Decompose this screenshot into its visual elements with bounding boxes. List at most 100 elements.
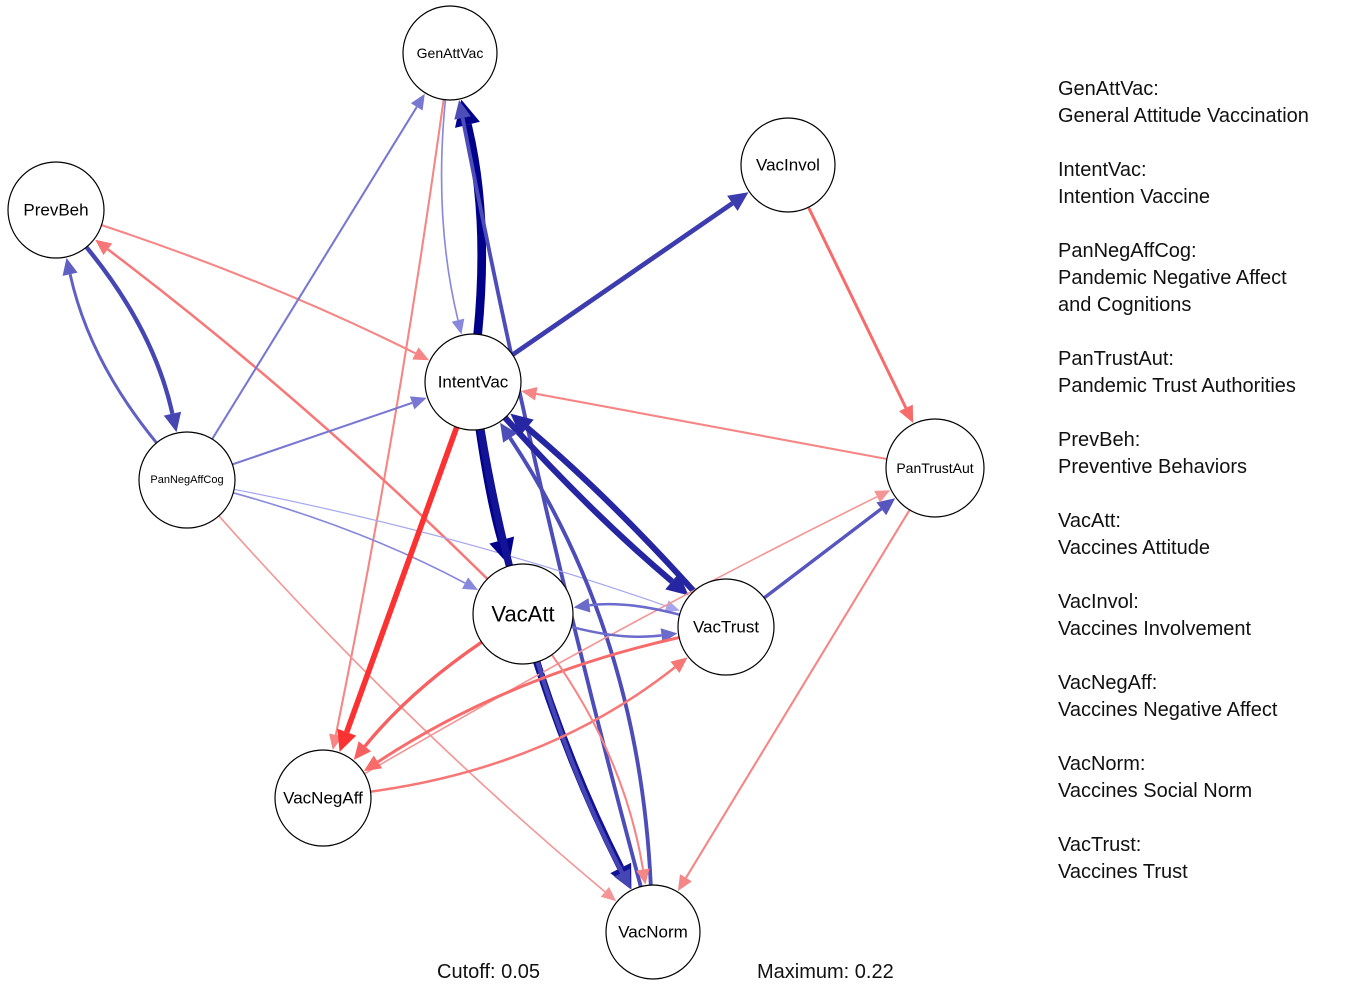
node-label: VacInvol [756, 156, 820, 175]
edge-vactrust-to-intentvac [525, 425, 697, 594]
node-circle [7, 161, 105, 259]
edge-pannegaffcog-to-genattvac [211, 106, 418, 440]
node-vactrust: VacTrust [677, 578, 775, 676]
edge-prevbeh-to-pannegaffcog [84, 245, 175, 415]
node-label: GenAttVac [417, 45, 484, 61]
node-pannegaffcog: PanNegAffCog [138, 431, 236, 529]
legend-entry-prevbeh: PrevBeh:Preventive Behaviors [1058, 427, 1356, 481]
arrowhead-vacatt-to-vacnorm [614, 868, 631, 890]
legend-abbreviation: VacTrust: [1058, 834, 1142, 856]
edge-genattvac-to-intentvac [440, 99, 459, 321]
edge-vacnorm-to-genattvac [460, 117, 643, 888]
arrowhead-vactrust-to-intentvac [510, 413, 534, 436]
edge-vactrust-to-pantrustaut [763, 507, 883, 600]
network-graph: GenAttVacVacInvolPrevBehIntentVacPanNegA… [7, 5, 985, 980]
cutoff-label: Cutoff: 0.05 [437, 961, 541, 983]
arrowhead-vacnegaff-to-pantrustaut [874, 490, 891, 503]
legend-entry-vacatt: VacAtt: Vaccines Attitude [1058, 508, 1356, 562]
node-label: VacNorm [618, 923, 688, 942]
legend-abbreviation: VacNorm: [1058, 753, 1146, 775]
edge-vacatt-to-vacnorm [535, 661, 625, 874]
arrowhead-vactrust-to-pantrustaut [876, 498, 896, 516]
edge-pannegaffcog-to-intentvac [232, 401, 413, 466]
arrowhead-pannegaffcog-to-prevbeh [62, 257, 78, 276]
node-pantrustaut: PanTrustAut [885, 418, 985, 518]
edge-vactrust-to-vacatt [589, 602, 680, 616]
legend-abbreviation: IntentVac: [1058, 159, 1147, 181]
arrowhead-prevbeh-to-pannegaffcog [163, 411, 182, 433]
legend-entry-vacinvol: VacInvol:Vaccines Involvement [1058, 589, 1356, 643]
node-vacatt: VacAtt [472, 563, 574, 665]
node-label: IntentVac [438, 373, 509, 392]
legend-entry-vacnegaff: VacNegAff:Vaccines Negative Affect [1058, 670, 1356, 724]
legend-abbreviation: GenAttVac: [1058, 78, 1159, 100]
edge-vacatt-to-vacnegaff [363, 640, 483, 748]
node-circle [677, 578, 775, 676]
edge-vactrust-to-vacnegaff [377, 636, 680, 764]
arrowhead-genattvac-to-intentvac [451, 318, 465, 335]
edge-intentvac-to-vacnegaff [344, 426, 460, 734]
node-circle [885, 418, 985, 518]
node-circle [472, 563, 574, 665]
edge-pannegaffcog-to-prevbeh [68, 273, 158, 444]
arrowhead-vactrust-to-vacatt [573, 598, 591, 613]
arrowhead-pannegaffcog-to-vacnorm [600, 886, 617, 902]
legend-abbreviation: VacAtt: [1058, 510, 1121, 532]
edge-pantrustaut-to-intentvac [536, 392, 887, 461]
node-genattvac: GenAttVac [402, 5, 498, 101]
arrowhead-vacnegaff-to-vactrust [670, 657, 688, 673]
node-layer: GenAttVacVacInvolPrevBehIntentVacPanNegA… [7, 5, 985, 980]
edge-prevbeh-to-intentvac [101, 224, 416, 355]
node-circle [605, 884, 701, 980]
edge-vacatt-to-vacnorm [551, 654, 645, 870]
node-label: VacTrust [693, 618, 759, 637]
legend-abbreviation: PrevBeh: [1058, 429, 1141, 451]
edge-vacnegaff-to-pantrustaut [363, 495, 878, 775]
node-circle [740, 117, 836, 213]
node-circle [402, 5, 498, 101]
edge-intentvac-to-vacinvol [511, 201, 734, 357]
legend-abbreviation: PanTrustAut: [1058, 348, 1174, 370]
edge-pannegaffcog-to-vacnorm [218, 515, 606, 893]
node-intentvac: IntentVac [424, 333, 522, 431]
legend-full-name: Pandemic Negative Affect [1058, 267, 1287, 289]
node-label: PanNegAffCog [150, 474, 223, 486]
edge-genattvac-to-vacnegaff [334, 99, 445, 736]
legend-full-name: Pandemic Trust Authorities [1058, 375, 1296, 397]
legend-abbreviation: VacNegAff: [1058, 672, 1158, 694]
arrowhead-pannegaffcog-to-intentvac [409, 396, 427, 410]
arrowhead-pannegaffcog-to-vacatt [462, 577, 478, 590]
arrowhead-intentvac-to-vacinvol [727, 192, 749, 211]
legend-full-name: Vaccines Trust [1058, 861, 1188, 883]
edge-intentvac-to-vactrust [502, 415, 674, 584]
arrowhead-vactrust-to-vacnegaff [363, 755, 383, 772]
node-prevbeh: PrevBeh [7, 161, 105, 259]
edge-pannegaffcog-to-vacatt [233, 492, 466, 584]
node-circle [138, 431, 236, 529]
edge-vacnegaff-to-vactrust [370, 666, 676, 793]
arrowhead-intentvac-to-vactrust [665, 573, 689, 596]
node-label: PrevBeh [23, 201, 88, 220]
legend-entry-vacnorm: VacNorm:Vaccines Social Norm [1058, 751, 1356, 805]
legend-entry-vactrust: VacTrust: Vaccines Trust [1058, 832, 1356, 886]
arrowhead-prevbeh-to-intentvac [412, 347, 430, 361]
legend-entry-pantrustaut: PanTrustAut: Pandemic Trust Authorities [1058, 346, 1356, 400]
node-label: PanTrustAut [896, 460, 973, 476]
legend-entry-intentvac: IntentVac: Intention Vaccine [1058, 157, 1356, 211]
edge-pannegaffcog-to-vactrust [233, 488, 667, 607]
arrowhead-intentvac-to-vacnegaff [337, 728, 357, 752]
arrowhead-pannegaffcog-to-genattvac [410, 93, 425, 111]
arrowhead-vacatt-to-prevbeh [95, 239, 113, 256]
legend-full-name: Intention Vaccine [1058, 186, 1210, 208]
edge-vacatt-to-prevbeh [107, 248, 489, 580]
node-label: VacNegAff [283, 789, 363, 808]
edge-layer [62, 93, 914, 902]
legend-full-name: Vaccines Attitude [1058, 537, 1210, 559]
arrowhead-vacnorm-to-intentvac [500, 422, 518, 443]
legend-abbreviation: PanNegAffCog: [1058, 240, 1197, 262]
arrowhead-vacnorm-to-genattvac [454, 100, 471, 120]
node-vacnorm: VacNorm [605, 884, 701, 980]
arrowhead-vacatt-to-vacnegaff [353, 741, 372, 760]
